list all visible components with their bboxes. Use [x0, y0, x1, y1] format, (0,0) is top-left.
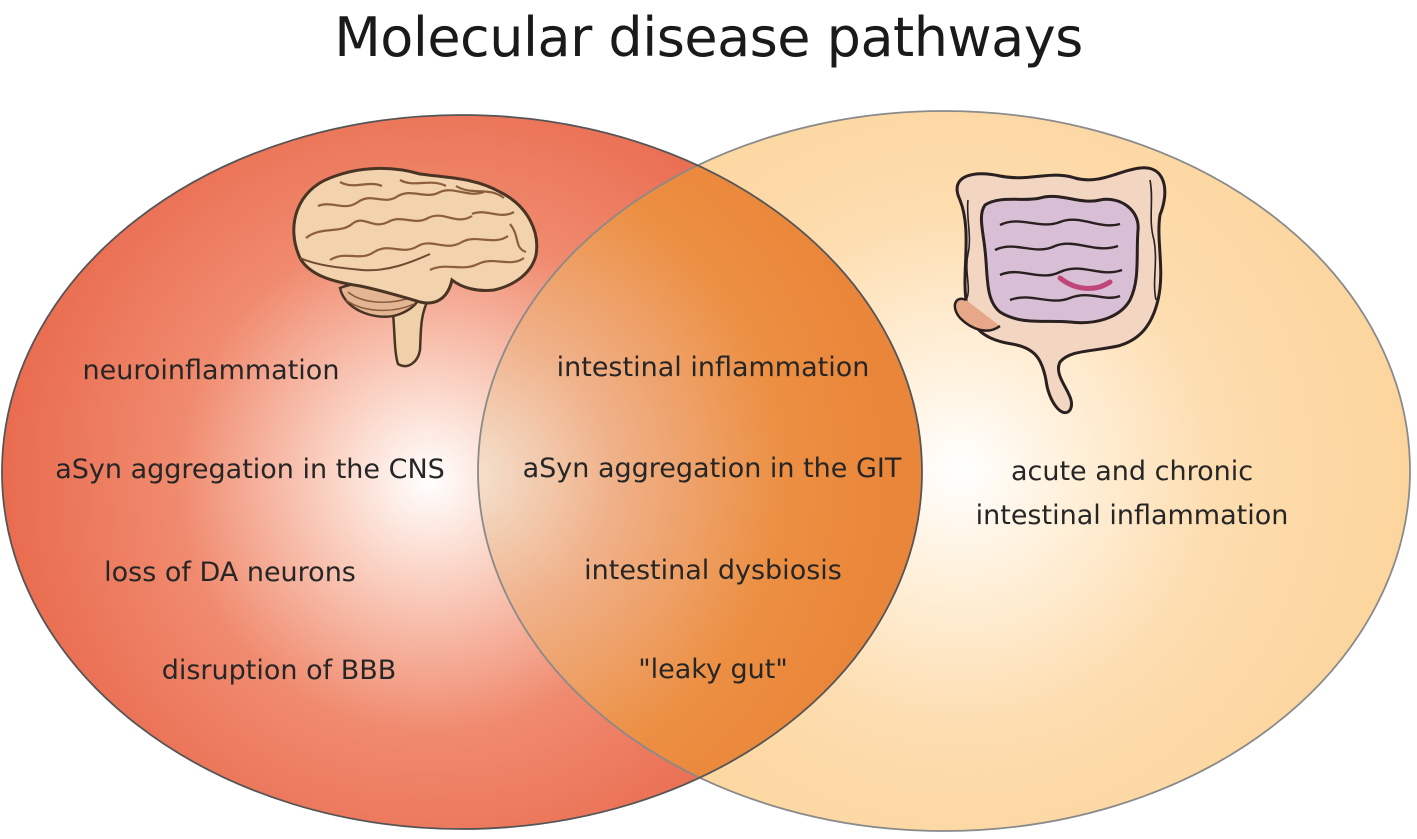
left-item-bbb: disruption of BBB: [161, 655, 397, 686]
left-item-asyn-cns: aSyn aggregation in the CNS: [55, 454, 445, 485]
left-item-da-neurons: loss of DA neurons: [104, 557, 356, 588]
overlap-region: [478, 115, 922, 829]
intestine-icon: [953, 166, 1167, 414]
overlap-item-leaky-gut: "leaky gut": [638, 654, 788, 685]
left-item-neuroinflammation: neuroinflammation: [82, 355, 340, 386]
overlap-item-dysbiosis: intestinal dysbiosis: [584, 555, 842, 586]
right-item-line-2: intestinal inflammation: [975, 500, 1289, 531]
right-item-line-1: acute and chronic: [1010, 456, 1254, 487]
brain-icon: [292, 166, 539, 368]
overlap-item-asyn-git: aSyn aggregation in the GIT: [522, 453, 902, 484]
diagram-title: Molecular disease pathways: [334, 6, 1083, 69]
overlap-item-intestinal-inflammation: intestinal inflammation: [556, 352, 870, 383]
